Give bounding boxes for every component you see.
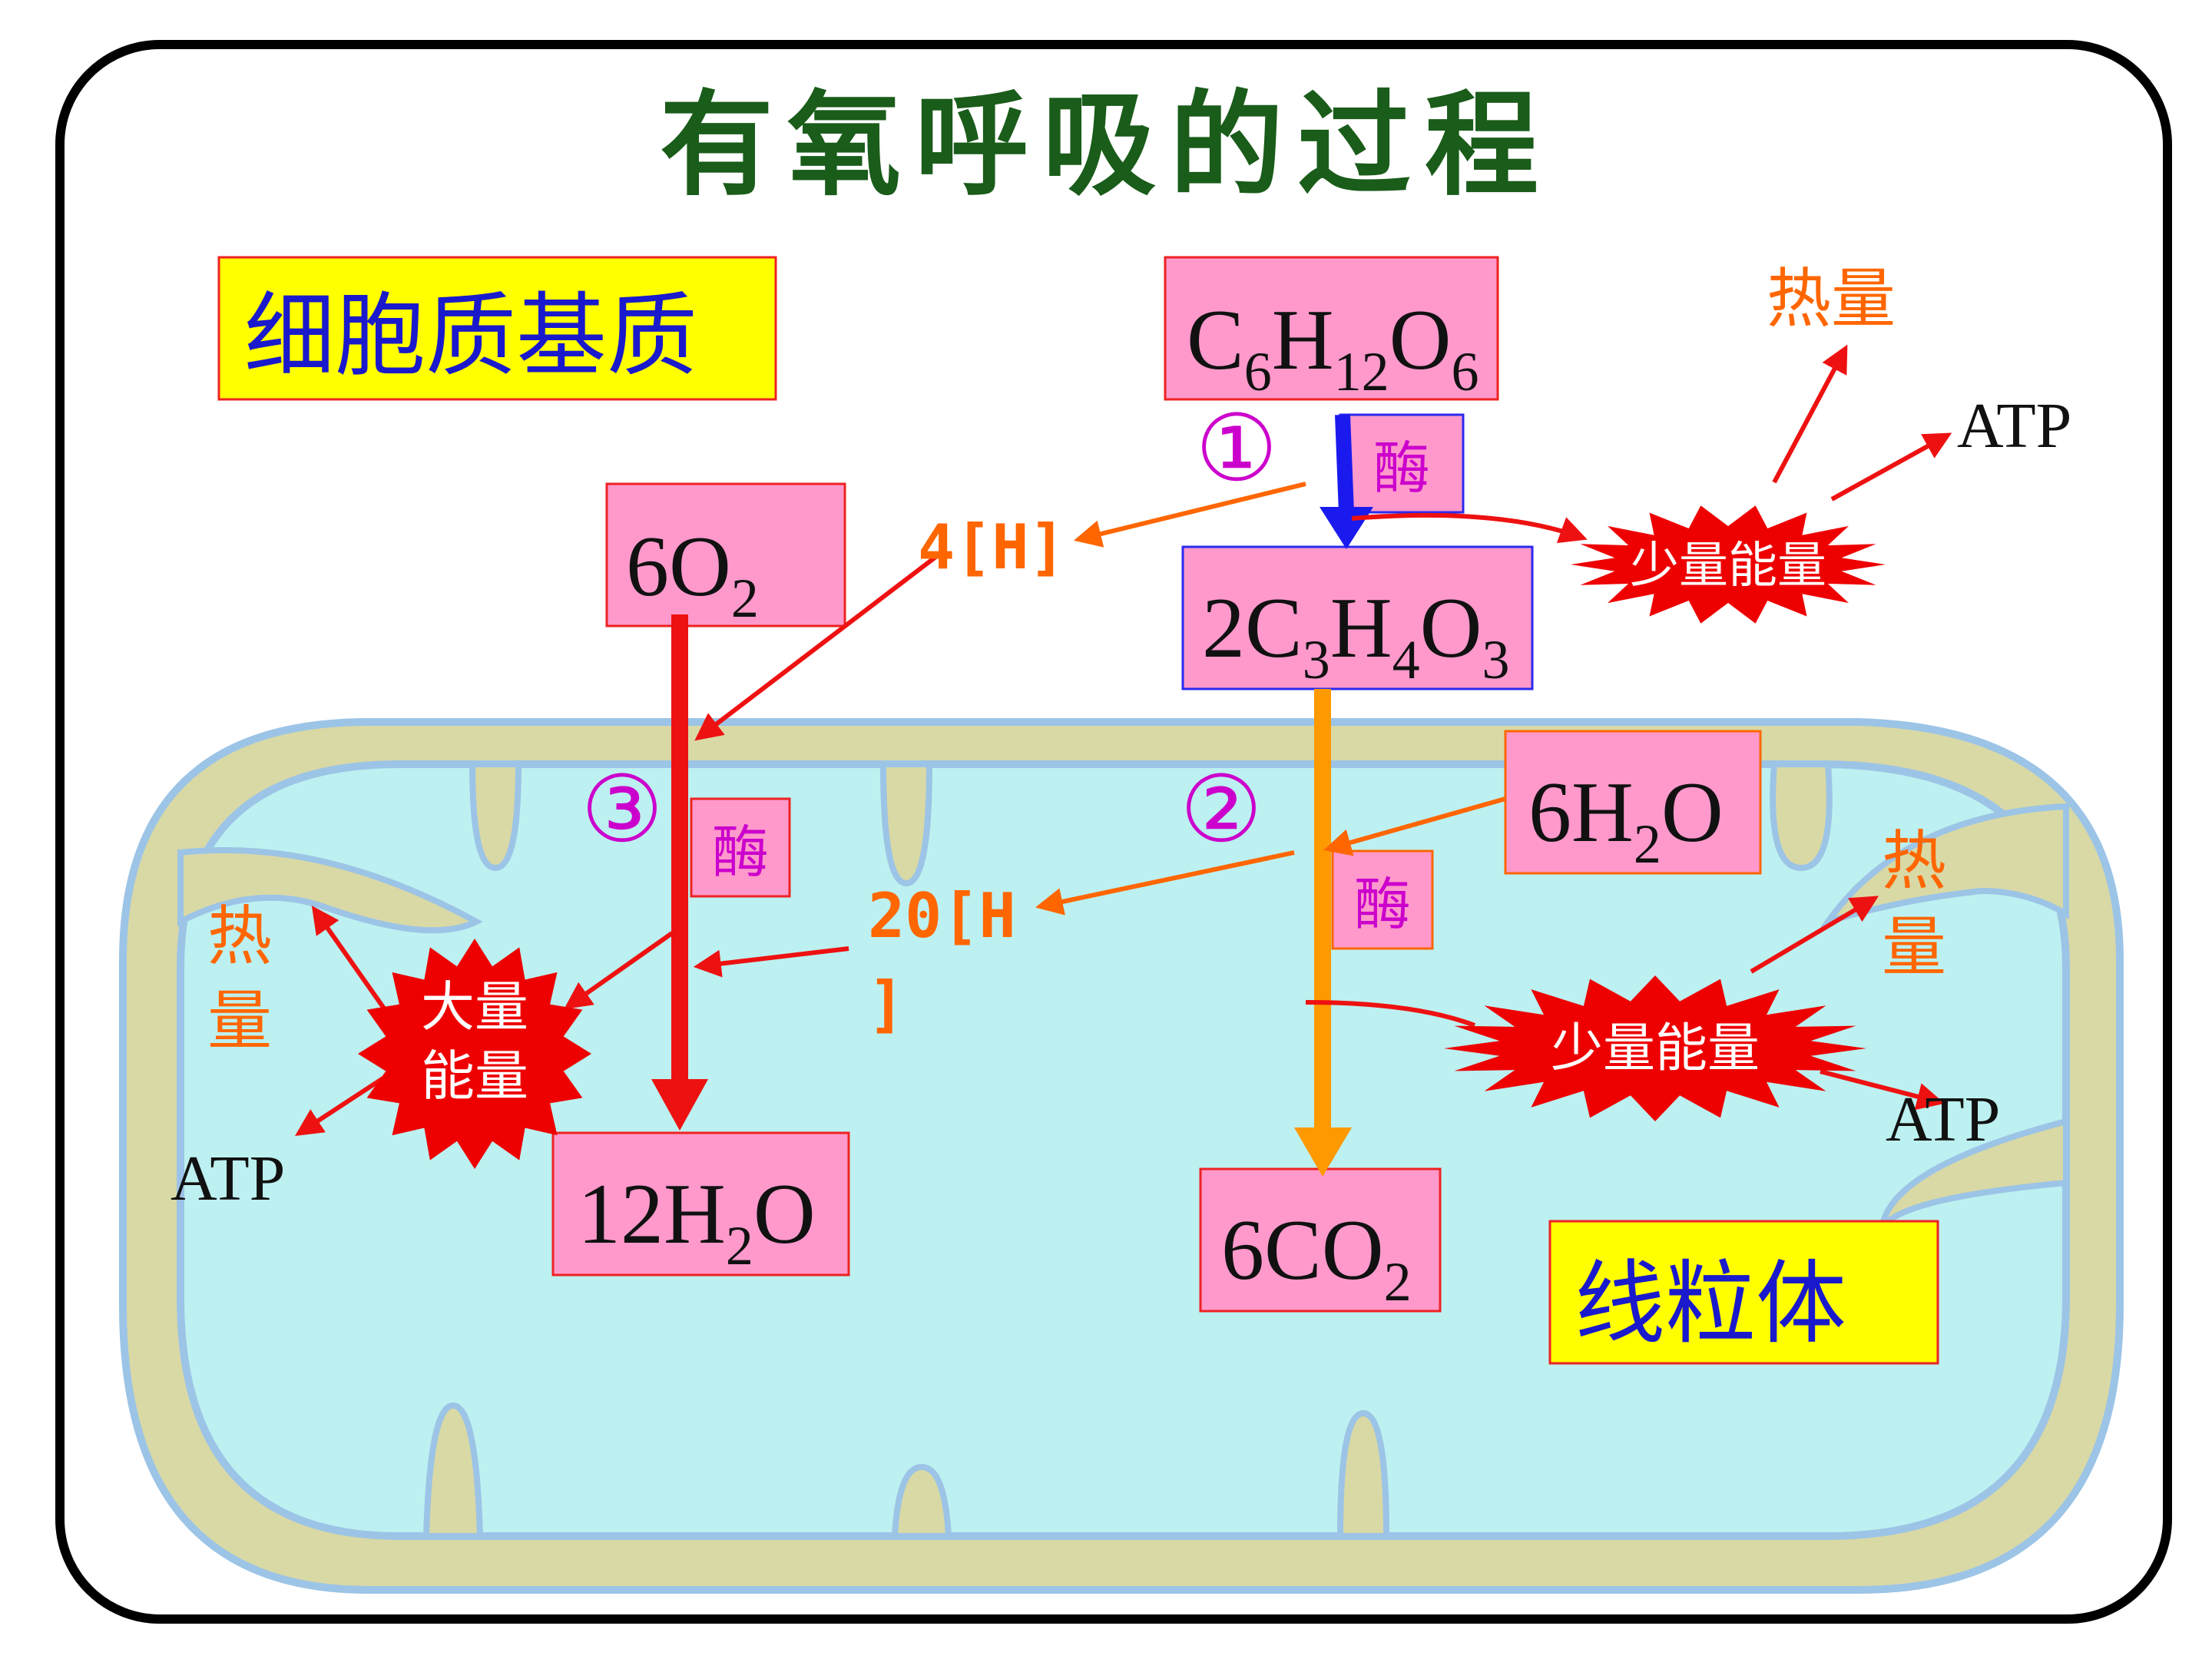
step-3-marker: ③ <box>581 757 664 863</box>
atp-right-arrow <box>1820 1069 1945 1111</box>
heat-right-label-1: 热 <box>1882 823 1946 899</box>
heat-left-arrow <box>311 906 390 1015</box>
oxidative-arrowhead <box>651 1079 708 1131</box>
glycolysis-arrow <box>1335 414 1354 514</box>
heat-top-arrow <box>1772 344 1848 484</box>
water-output-formula: 12H2O <box>578 1167 816 1277</box>
co2-box <box>1199 1167 1442 1313</box>
glucose-formula: C6H12O6 <box>1187 293 1479 402</box>
crista <box>422 1402 484 1539</box>
water-input-formula: 6H2O <box>1528 765 1724 875</box>
heat-left-label-2: 量 <box>207 983 272 1058</box>
enzyme-box-1 <box>1339 413 1465 514</box>
oxygen-box <box>605 482 846 628</box>
atp-top-label: ATP <box>1957 390 2071 462</box>
mitochondrion <box>119 718 2124 1594</box>
small-energy-1-label: 少量能量 <box>1630 538 1826 594</box>
enzyme-label-1: 酶 <box>1373 435 1430 502</box>
h20-to-oxygen-arrow <box>693 946 849 978</box>
heat-right-arrow <box>1750 896 1879 974</box>
page-title: 有氧呼吸的过程 <box>660 79 1552 211</box>
glucose-box <box>1164 256 1499 401</box>
atp-top-arrow <box>1830 432 1952 502</box>
large-energy-burst: 大量 能量 <box>358 939 591 1169</box>
atp-left-label: ATP <box>171 1143 285 1214</box>
step-1-marker: ① <box>1195 396 1278 502</box>
hydrogen-arrow-4h <box>1074 482 1306 548</box>
enzyme-label-2: 酶 <box>1354 872 1411 938</box>
crista <box>879 761 933 887</box>
hydrogen-arrow-20h <box>1035 850 1295 916</box>
crista <box>891 1463 952 1539</box>
small-energy-2-label: 少量能量 <box>1551 1018 1760 1079</box>
atp-right-label: ATP <box>1886 1084 2000 1155</box>
large-energy-label-2: 能量 <box>421 1045 528 1108</box>
enzyme-box-3 <box>690 797 791 898</box>
crista <box>177 846 483 934</box>
to-small-energy-2-line <box>1305 1000 1476 1028</box>
hydrogen-20h-label-1: 20[H <box>868 880 1016 952</box>
h4-to-oxygen-arrow <box>694 551 942 741</box>
crista <box>1336 1409 1390 1539</box>
co2-formula: 6CO2 <box>1221 1203 1412 1313</box>
oxygen-formula: 6O2 <box>626 519 759 629</box>
krebs-arrowhead <box>1294 1128 1352 1177</box>
hydrogen-20h-label-2: ] <box>868 969 905 1040</box>
mitochondrion-label-box <box>1548 1220 1939 1365</box>
heat-left-label-1: 热 <box>207 899 272 974</box>
small-energy-burst-2: 少量能量 <box>1444 975 1866 1121</box>
hydrogen-4h-label: 4[H] <box>918 512 1066 583</box>
water-input-box <box>1504 730 1762 875</box>
step-2-marker: ② <box>1180 757 1263 863</box>
to-small-energy-1-arrow <box>1351 512 1588 544</box>
heat-right-label-2: 量 <box>1882 909 1946 985</box>
enzyme-box-2 <box>1331 849 1434 950</box>
heat-top-label: 热量 <box>1767 261 1896 336</box>
water-to-hydrogen-arrow <box>1323 796 1506 856</box>
pyruvate-box <box>1181 545 1534 690</box>
mitochondrion-label: 线粒体 <box>1575 1250 1846 1356</box>
enzyme-label-3: 酶 <box>712 820 769 886</box>
pyruvate-formula: 2C3H4O3 <box>1202 581 1509 690</box>
cytoplasm-label-box <box>217 256 777 401</box>
small-energy-burst-1: 少量能量 <box>1571 505 1886 624</box>
to-large-energy-arrow <box>564 931 674 1010</box>
large-energy-label-1: 大量 <box>421 975 528 1038</box>
cytoplasm-label: 细胞质基质 <box>244 283 697 389</box>
crista <box>469 761 522 872</box>
crista <box>1770 761 1833 872</box>
water-output-box <box>551 1131 850 1277</box>
